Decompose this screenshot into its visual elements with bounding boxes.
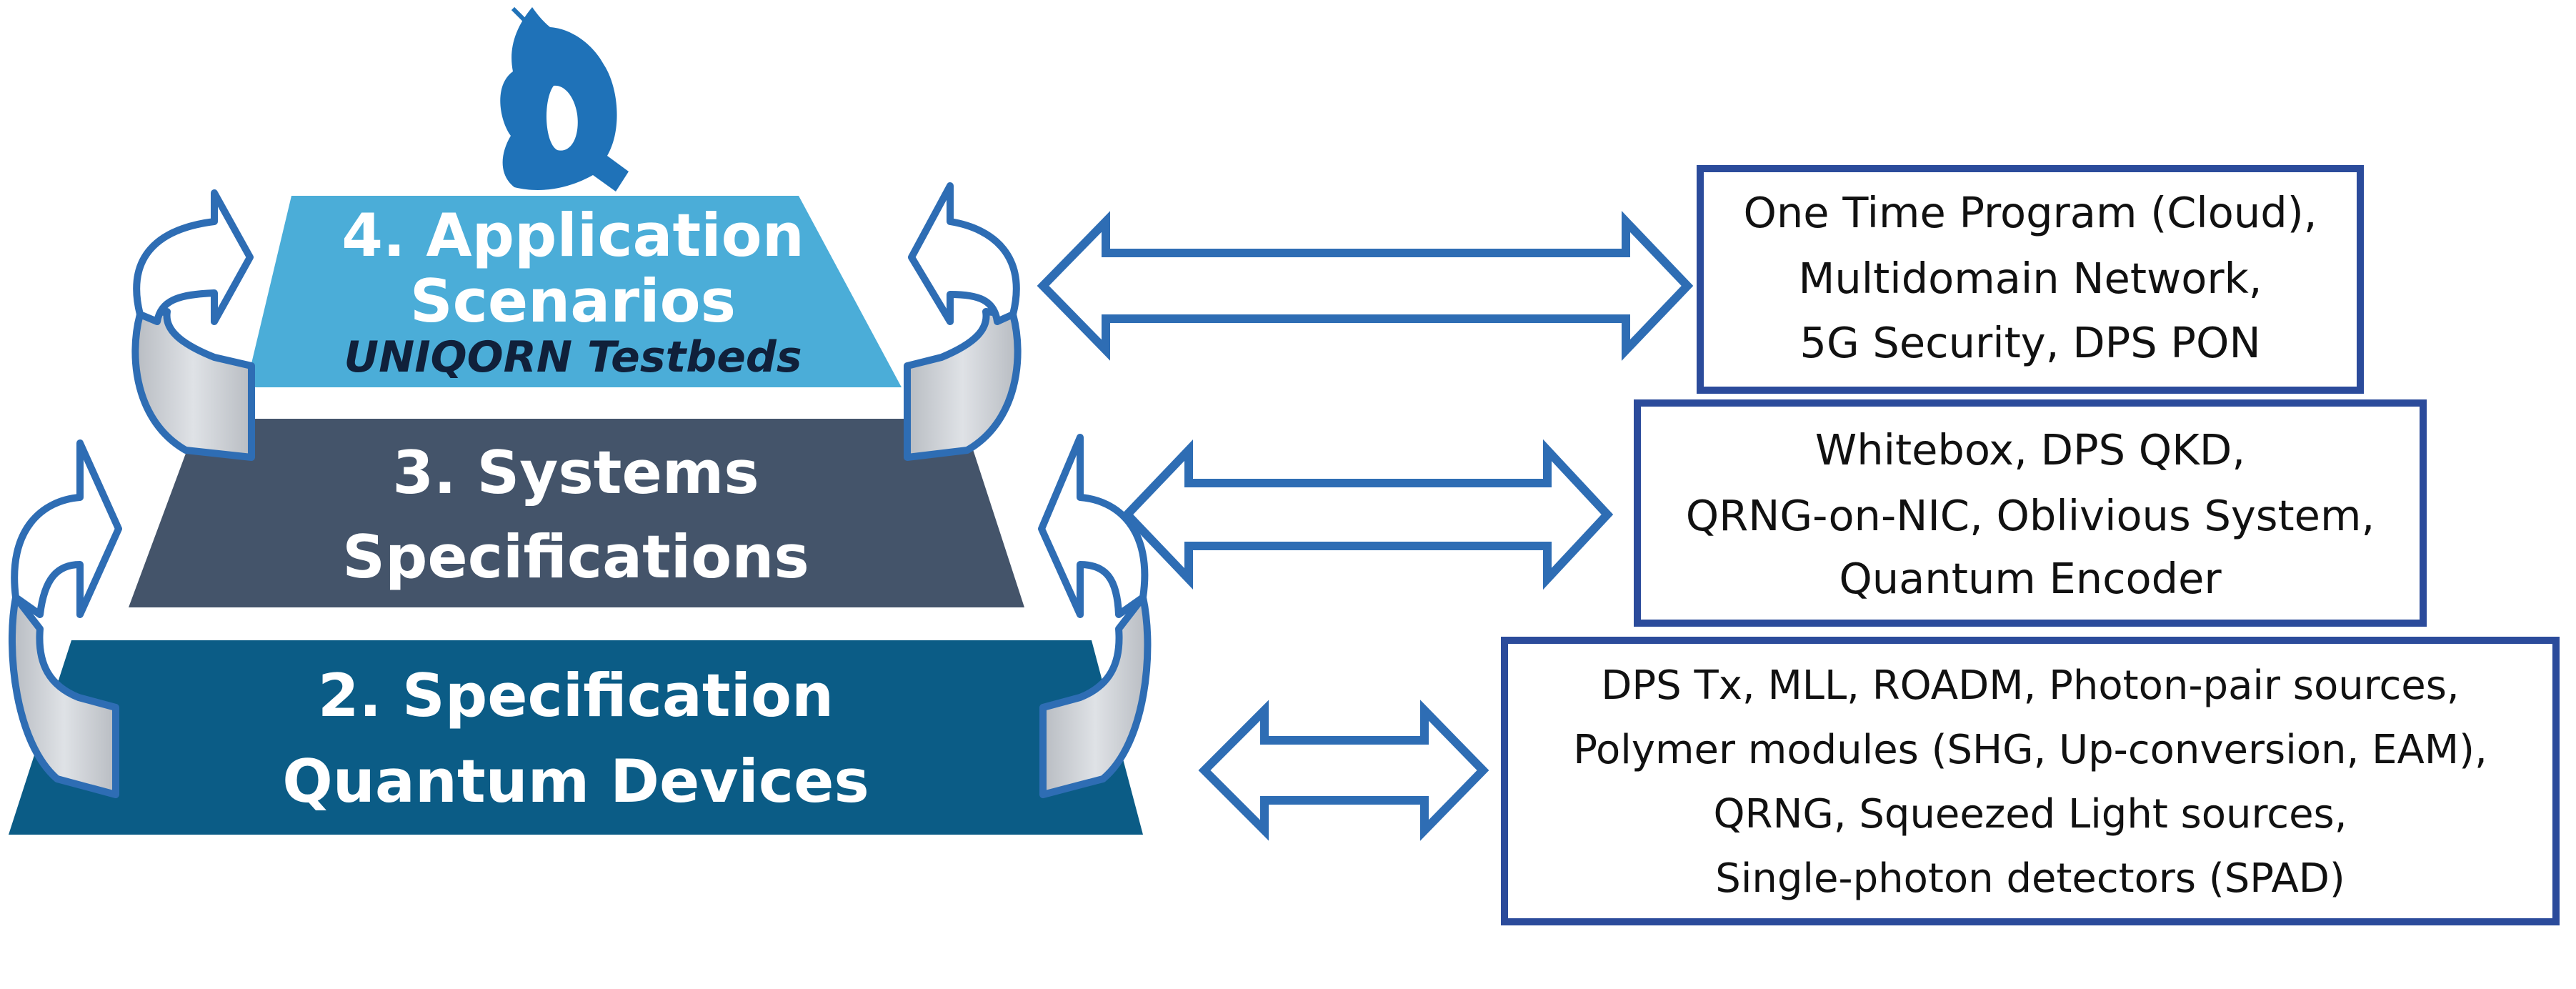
box-application-testbeds — [1697, 165, 2364, 394]
double-arrow-bottom-icon — [1198, 700, 1489, 841]
cycle-arrow-left-top-icon — [131, 189, 255, 461]
tier-3-line1: 3. Systems — [392, 438, 759, 507]
tier-4-line2: Scenarios — [410, 267, 736, 336]
box-systems — [1634, 399, 2427, 627]
box2-line1: Whitebox, DPS QKD, — [1815, 425, 2245, 474]
cycle-arrow-left-bottom-icon — [8, 439, 122, 798]
box3-line1: DPS Tx, MLL, ROADM, Photon-pair sources, — [1601, 662, 2459, 709]
box3-line2: Polymer modules (SHG, Up-conversion, EAM… — [1573, 727, 2487, 773]
double-arrow-middle-icon — [1121, 439, 1614, 590]
tier-4-subtitle: UNIQORN Testbeds — [344, 332, 802, 382]
tier-3-trapezoid — [129, 419, 1024, 607]
box1-line1: One Time Program (Cloud), — [1743, 188, 2317, 237]
tier-2-line1: 2. Specification — [318, 661, 834, 730]
tier-2-line2: Quantum Devices — [282, 747, 869, 816]
cycle-arrow-right-top-icon — [904, 182, 1022, 461]
box1-line3: 5G Security, DPS PON — [1799, 318, 2260, 367]
box3-line3: QRNG, Squeezed Light sources, — [1713, 791, 2347, 838]
tier-2-trapezoid — [9, 640, 1143, 835]
unicorn-q-logo-icon — [500, 6, 629, 192]
double-arrow-top-icon — [1037, 211, 1694, 361]
box2-line2: QRNG-on-NIC, Oblivious System, — [1686, 491, 2375, 540]
box-devices — [1501, 637, 2560, 925]
cycle-arrow-right-bottom-icon — [1038, 434, 1152, 798]
tier-4-line1: 4. Application — [341, 201, 804, 270]
tier-4-trapezoid — [246, 196, 902, 387]
box1-line2: Multidomain Network, — [1798, 254, 2262, 303]
box3-line4: Single-photon detectors (SPAD) — [1715, 855, 2345, 902]
box2-line3: Quantum Encoder — [1839, 554, 2222, 603]
tier-3-line2: Specifications — [342, 522, 809, 592]
